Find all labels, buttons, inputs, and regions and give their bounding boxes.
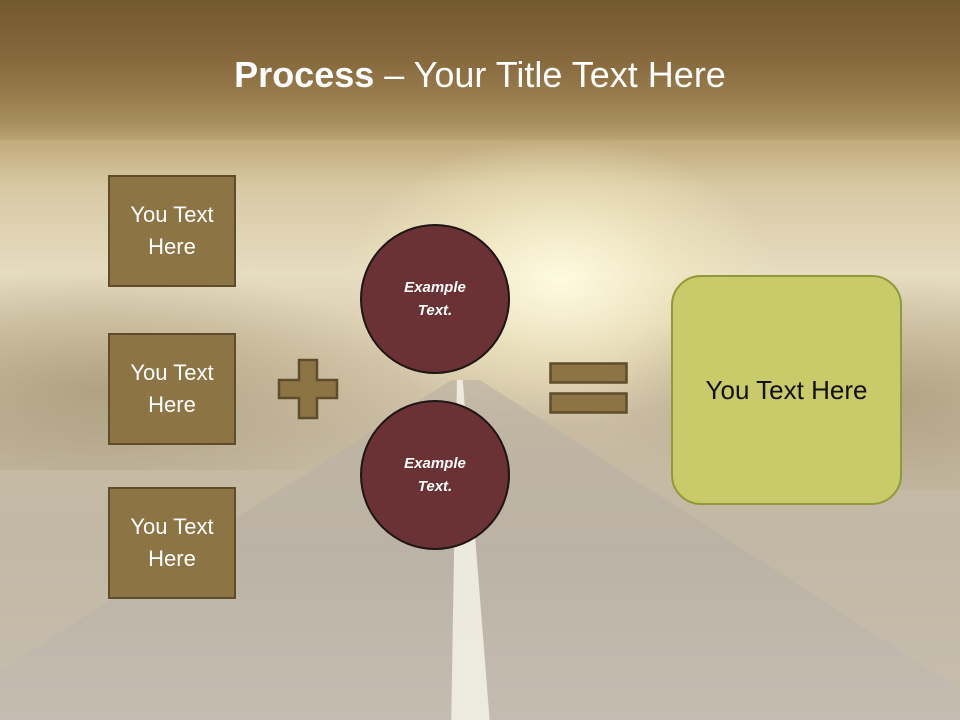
result-box: You Text Here — [671, 275, 902, 505]
example-circle-1: Example Text. — [360, 224, 510, 374]
slide-title-rest: – Your Title Text Here — [374, 54, 726, 95]
input-box-1: You Text Here — [108, 175, 236, 287]
input-box-label: You Text Here — [130, 360, 214, 417]
input-box-label: You Text Here — [130, 514, 214, 571]
header-band — [0, 0, 960, 140]
input-box-3: You Text Here — [108, 487, 236, 599]
slide-title: Process – Your Title Text Here — [0, 54, 960, 96]
input-box-2: You Text Here — [108, 333, 236, 445]
plus-icon — [277, 358, 339, 420]
result-label: You Text Here — [705, 375, 868, 405]
example-circle-label: Example Text. — [404, 455, 466, 495]
input-box-label: You Text Here — [130, 202, 214, 259]
example-circle-2: Example Text. — [360, 400, 510, 550]
example-circle-label: Example Text. — [404, 279, 466, 319]
equals-icon — [549, 362, 628, 414]
slide-title-strong: Process — [234, 54, 375, 95]
